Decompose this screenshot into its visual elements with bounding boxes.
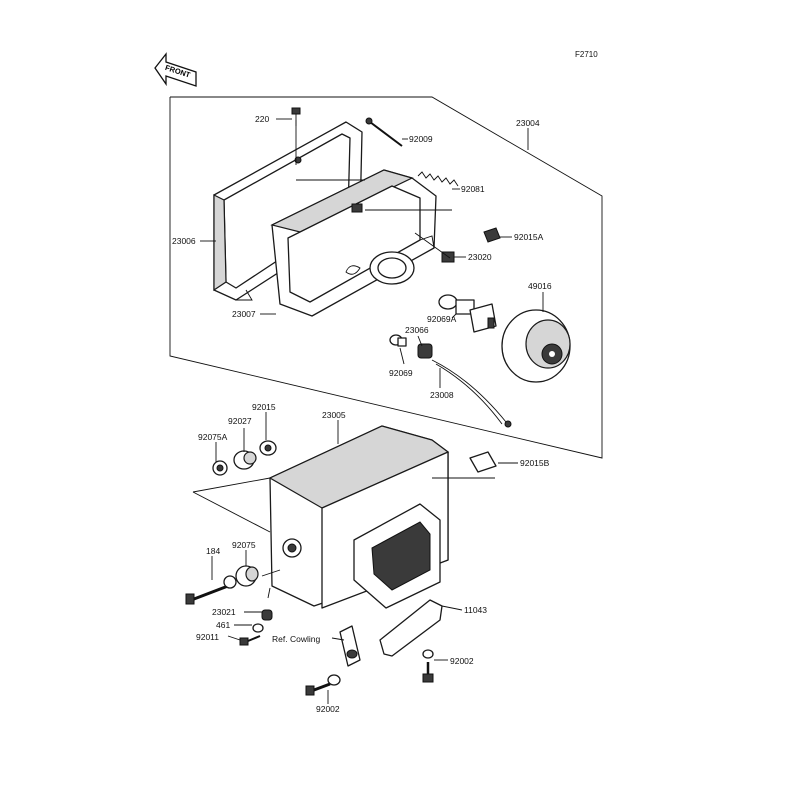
bulb-92069A xyxy=(438,294,497,333)
label-461: 461 xyxy=(216,620,230,630)
socket-23066 xyxy=(417,343,433,359)
label-23004: 23004 xyxy=(516,118,540,128)
headlight-housing xyxy=(268,425,450,609)
label-92011: 92011 xyxy=(196,632,219,642)
grommet-23021 xyxy=(261,609,273,621)
alignment-lines xyxy=(192,120,495,599)
nut-92015A xyxy=(483,227,501,243)
bulb-92069 xyxy=(389,334,407,347)
label-220: 220 xyxy=(255,114,269,124)
label-23007: 23007 xyxy=(232,309,256,319)
label-23020: 23020 xyxy=(468,252,492,262)
label-92081: 92081 xyxy=(461,184,485,194)
label-23008: 23008 xyxy=(430,390,454,400)
label-23006: 23006 xyxy=(172,236,196,246)
washer-184 xyxy=(223,575,237,589)
bolt-92002-right xyxy=(422,649,434,683)
label-23005: 23005 xyxy=(322,410,346,420)
label-92075: 92075 xyxy=(232,540,256,550)
label-92075A: 92075A xyxy=(198,432,228,442)
nut-92015B xyxy=(469,451,497,473)
screw-92011 xyxy=(239,635,261,646)
label-92027: 92027 xyxy=(228,416,252,426)
assembly-outline xyxy=(169,96,603,459)
bracket-11043 xyxy=(339,599,443,667)
dust-cover-49016 xyxy=(501,309,571,383)
bolt-92002-left xyxy=(305,674,341,696)
socket-wire-23008 xyxy=(431,359,512,428)
washer-461 xyxy=(252,623,264,633)
label-92015A: 92015A xyxy=(514,232,544,242)
headlight-rim xyxy=(213,121,363,301)
label-23021: 23021 xyxy=(212,607,236,617)
leader-lines xyxy=(200,118,544,704)
label-92069: 92069 xyxy=(389,368,413,378)
label-49016: 49016 xyxy=(528,281,552,291)
label-92015B: 92015B xyxy=(520,458,550,468)
label-23066: 23066 xyxy=(405,325,429,335)
label-92015: 92015 xyxy=(252,402,276,412)
washer-92075A xyxy=(212,460,228,476)
headlight-unit xyxy=(270,169,437,317)
label-11043: 11043 xyxy=(464,605,487,615)
rubber-92015 xyxy=(259,440,277,456)
screw-92009 xyxy=(365,117,403,147)
bolt-184 xyxy=(185,584,229,605)
collar-92027 xyxy=(233,450,257,470)
label-ref-cowling: Ref. Cowling xyxy=(272,634,320,644)
spring-92081 xyxy=(417,171,459,187)
front-arrow-icon: FRONT xyxy=(154,52,197,87)
label-92002-right: 92002 xyxy=(450,656,474,666)
label-184: 184 xyxy=(206,546,220,556)
label-92069A: 92069A xyxy=(427,314,457,324)
label-92009: 92009 xyxy=(409,134,433,144)
figure-code: F2710 xyxy=(575,50,598,59)
label-92002-left: 92002 xyxy=(316,704,340,714)
collar-92075 xyxy=(235,565,259,587)
